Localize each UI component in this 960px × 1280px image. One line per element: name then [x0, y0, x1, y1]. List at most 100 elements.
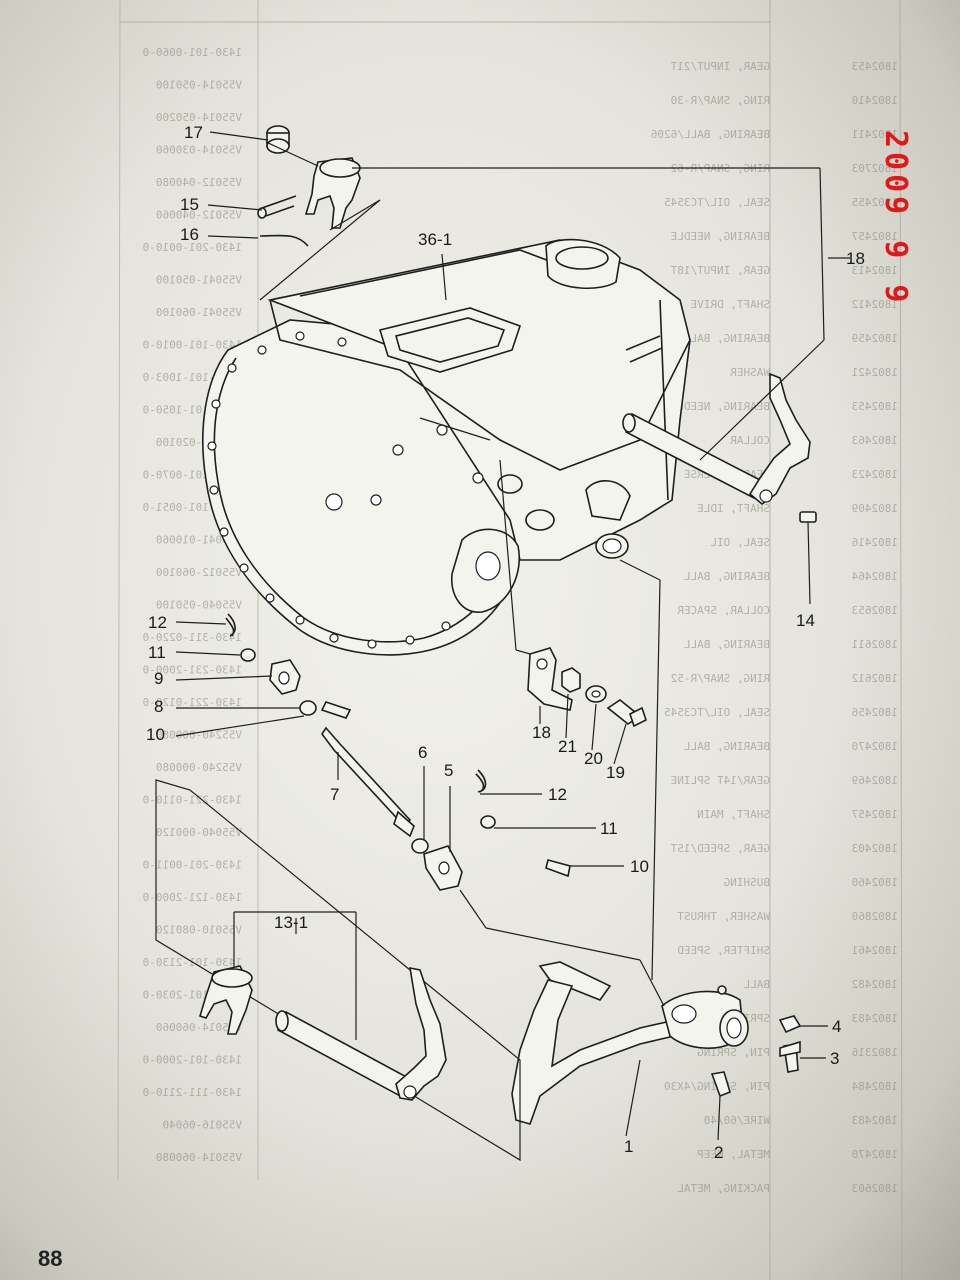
bleed-code: 1430-101-0010-0 — [143, 339, 242, 352]
bleed-name: BEARING, BALL — [684, 332, 770, 345]
bleed-name: PIN, SPRING — [697, 1046, 770, 1059]
bleed-code: V55040-000120 — [156, 826, 242, 839]
bleed-code: 1430-101-2000-0 — [143, 1054, 242, 1067]
bleed-name: BEARING, NEEDLE — [671, 400, 770, 413]
leader-line — [591, 703, 597, 751]
bleed-code: 1802413 — [852, 264, 898, 277]
bleed-name: GEAR, SPEED/1ST — [670, 842, 770, 855]
bleed-code: 1430-221-0110-0 — [143, 794, 242, 807]
bleed-name: WIRE/60/40 — [704, 1114, 770, 1127]
bleed-code: V55041-050100 — [156, 274, 242, 287]
linkage-clevis-center — [411, 769, 571, 891]
bleed-code: 1430-111-2110-0 — [143, 1086, 242, 1099]
callout-20: 20 — [584, 749, 603, 768]
transmission-case — [202, 238, 691, 656]
bleed-code: 1430-101-0060-0 — [143, 46, 242, 59]
bleed-code: 1802461 — [852, 944, 898, 957]
linkage-rod-left — [225, 613, 415, 838]
bleed-name: BALL — [743, 978, 770, 991]
flange-bolt-hole — [405, 635, 415, 645]
callout-18-bottom: 18 — [532, 723, 551, 742]
flange-bolt-hole — [257, 345, 267, 355]
bleed-name: WASHER, THRUST — [677, 910, 770, 923]
leader-line — [515, 649, 531, 655]
bleed-code: V55014-060080 — [156, 1151, 242, 1164]
leader-line — [625, 1059, 641, 1137]
leader-line — [175, 715, 305, 737]
bleed-code: V55010-080120 — [156, 924, 242, 937]
callout-12-left: 12 — [148, 613, 167, 632]
leader-line — [819, 167, 825, 341]
leader-line — [619, 559, 661, 581]
bleed-name: SHAFT, DRIVE — [691, 298, 770, 311]
bleed-code: 1802453 — [852, 400, 898, 413]
flange-bolt-hole — [227, 363, 237, 373]
leader-line — [807, 521, 811, 605]
bleed-name: BUSHING — [724, 876, 770, 889]
leader-lines — [175, 131, 850, 1141]
callout-5: 5 — [444, 761, 453, 780]
date-stamp-text: 2009 9 9 — [878, 130, 913, 307]
date-stamp: 2009 9 9 — [878, 130, 913, 307]
callout-21: 21 — [558, 737, 577, 756]
leader-line — [207, 235, 259, 239]
bleed-code: V55012-060100 — [156, 566, 242, 579]
bleed-code: 1430-221-0120-0 — [143, 696, 242, 709]
bleed-code: 1430-201-0010-0 — [143, 241, 242, 254]
leader-line — [207, 204, 263, 211]
leader-line — [639, 959, 665, 1007]
leader-line — [419, 417, 491, 441]
bleed-code: 1802483 — [852, 1114, 898, 1127]
bleed-code: 1430-231-2000-0 — [143, 664, 242, 677]
bleed-name: COLLAR, SPACER — [677, 604, 770, 617]
flange-bolt-hole — [329, 633, 339, 643]
bleed-code: 1802423 — [852, 468, 898, 481]
bleed-name: GEAR, INPUT/18T — [670, 264, 770, 277]
callout-3: 3 — [830, 1049, 839, 1068]
bleed-code: 1802410 — [852, 94, 898, 107]
bleed-code: 1802703 — [852, 162, 898, 175]
callout-6: 6 — [418, 743, 427, 762]
clutch-cross-shaft-assembly — [622, 372, 817, 523]
flange-bolt-hole — [265, 593, 275, 603]
bleed-code: V55012-040060 — [156, 209, 242, 222]
bleed-code: 1802460 — [852, 876, 898, 889]
leader-line — [209, 131, 269, 141]
clutch-pedal-assembly — [511, 961, 802, 1125]
bleed-code: 1802469 — [852, 774, 898, 787]
bleed-code: 1802409 — [852, 502, 898, 515]
leader-line — [175, 621, 227, 625]
leader-line — [329, 199, 381, 231]
bleed-code: V55240-000080 — [156, 729, 242, 742]
bleed-name: BEARING, BALL/6206 — [651, 128, 770, 141]
bleed-code: 1802316 — [852, 1046, 898, 1059]
bleed-code: 1802411 — [852, 128, 898, 141]
bleed-name: SHAFT, MAIN — [697, 808, 770, 821]
callout-18-top: 18 — [846, 249, 865, 268]
bleed-code: 1802412 — [852, 298, 898, 311]
leader-line — [259, 199, 381, 301]
callout-16: 16 — [180, 225, 199, 244]
bleed-name: BEARING, BALL — [684, 740, 770, 753]
callout-1: 1 — [624, 1137, 633, 1156]
callout-15: 15 — [180, 195, 199, 214]
bleed-code: V55014-050200 — [156, 111, 242, 124]
bleed-code: 1802464 — [851, 570, 898, 583]
bleed-name: COLLAR — [730, 434, 770, 447]
callout-2: 2 — [714, 1143, 723, 1162]
bleed-code: 1802860 — [852, 910, 898, 923]
bleed-code: V55041-010060 — [156, 534, 242, 547]
bleed-code: 1802470 — [852, 1148, 898, 1161]
bleed-code: 1802482 — [852, 978, 898, 991]
leader-line — [565, 693, 569, 739]
leader-line — [441, 253, 447, 301]
bleed-name: RING, SNAP/R-30 — [671, 94, 770, 107]
bleed-code: 1802483 — [852, 1012, 898, 1025]
flange-bolt-hole — [295, 615, 305, 625]
bleed-code: 1430-121-2000-0 — [143, 891, 242, 904]
callout-7: 7 — [330, 785, 339, 804]
bleed-name: GEAR, INPUT/21T — [670, 60, 770, 73]
callout-11-left: 11 — [148, 643, 166, 662]
bleed-name: RING, SNAP/R-52 — [671, 672, 770, 685]
